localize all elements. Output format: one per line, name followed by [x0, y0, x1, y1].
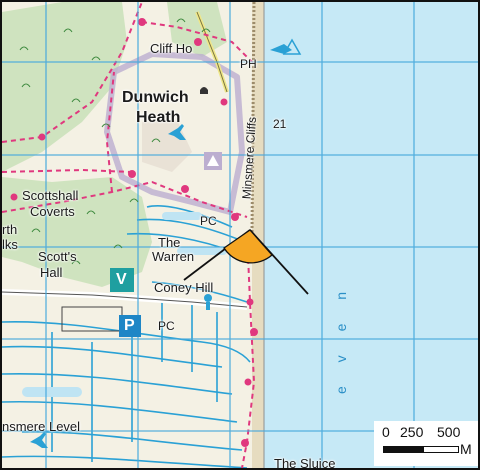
road-visitor-centre-edge [2, 291, 248, 308]
woodland-scottshall [2, 177, 152, 287]
label-scotts: Scott's [38, 249, 77, 264]
label-hall: Hall [40, 265, 63, 280]
viewpoint-wedge-icon[interactable] [183, 229, 309, 295]
scale-bar [383, 446, 459, 453]
label-the-sluice: The Sluice [274, 456, 336, 470]
bird-icon [168, 124, 186, 140]
label-scottshall: Scottshall [22, 188, 79, 203]
national-trust-icon [204, 152, 222, 170]
scale-tick-0: 0 [382, 424, 390, 440]
footpaths [2, 2, 256, 468]
label-minsmere-level: nsmere Level [2, 419, 81, 434]
beach-strip [252, 2, 264, 468]
parking-label: P [124, 317, 135, 334]
label-the: The [158, 235, 181, 250]
label-cliff-house: Cliff Ho [150, 41, 193, 56]
marsh-pond-3 [22, 387, 82, 397]
sea-area [264, 2, 478, 468]
woodland-northwest [2, 2, 127, 172]
visitor-centre-symbol [110, 268, 134, 292]
footpath-dots [10, 18, 258, 447]
visitor-centre-label: V [116, 271, 127, 288]
scale-tick-500: 500 [437, 424, 461, 440]
label-coverts: Coverts [30, 204, 75, 219]
label-rth: rth [2, 222, 18, 237]
scale-bar-box: 0 250 500 M [374, 421, 478, 466]
marsh-pond-2 [177, 247, 227, 255]
coastguard-icon [270, 38, 302, 55]
scale-unit: M [460, 441, 472, 457]
marsh-water [2, 205, 251, 468]
label-heath: Heath [136, 109, 181, 126]
scale-bar-fill [384, 447, 424, 452]
tree-symbols [19, 18, 211, 265]
bird-icon-level [30, 432, 48, 448]
marsh-pond-1 [162, 212, 202, 220]
label-coney-hill: Coney Hill [154, 280, 214, 295]
woodland-north [167, 2, 227, 57]
label-lks: lks [2, 237, 18, 252]
bird-hide-icon [204, 294, 212, 310]
label-pc-south: PC [158, 319, 175, 333]
label-warren: Warren [152, 249, 195, 264]
label-sea: e v e n [333, 281, 349, 394]
label-ph: PH [240, 57, 257, 71]
scale-tick-250: 250 [400, 424, 424, 440]
parking-symbol [119, 315, 141, 337]
label-dunwich: Dunwich [122, 89, 189, 106]
label-pc-north: PC [200, 214, 217, 228]
church-icon [200, 87, 208, 94]
label-21: 21 [273, 117, 287, 131]
